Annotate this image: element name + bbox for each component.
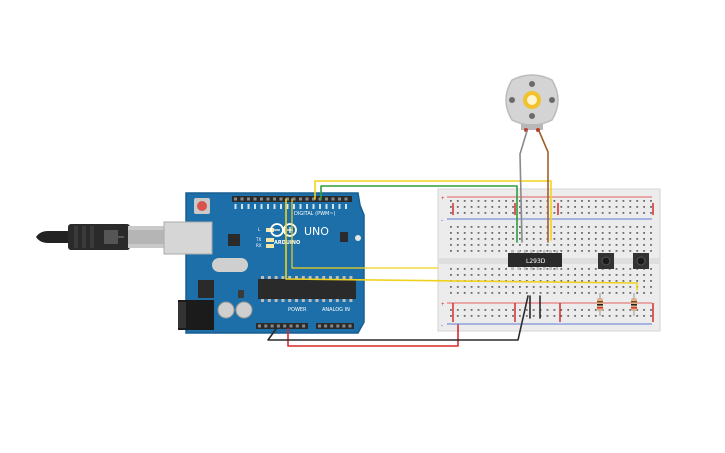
wire-yellow-mid[interactable] (291, 198, 439, 269)
push-button-icon[interactable] (633, 253, 649, 269)
breadboard-holes (450, 200, 652, 317)
rail-jumpers (452, 203, 654, 322)
digital-label: DIGITAL (PWM~) (294, 211, 336, 217)
resistor-icon[interactable] (597, 293, 603, 316)
wire-red[interactable] (287, 324, 459, 347)
resistor-icon[interactable] (631, 293, 637, 316)
infinity-logo-icon (270, 223, 297, 237)
arduino-model: UNO (304, 225, 329, 238)
reset-button[interactable] (197, 201, 207, 211)
svg-text:+: + (441, 196, 445, 202)
l293d-label: L293D (526, 258, 546, 265)
analog-header[interactable] (316, 323, 354, 329)
svg-text:-: - (441, 218, 443, 224)
wire-brown[interactable] (538, 130, 549, 243)
svg-text:+: + (441, 302, 445, 308)
led-label-rx: RX (256, 243, 262, 248)
wire-yellow-bottom[interactable] (285, 198, 638, 291)
wire-yellow-top[interactable] (314, 180, 552, 241)
svg-text:-: - (441, 323, 443, 329)
wire-black[interactable] (267, 295, 529, 341)
wire-gray[interactable] (519, 130, 528, 243)
capacitor (217, 301, 235, 319)
usb-jack (163, 221, 213, 255)
arduino-uno-board[interactable]: L TX RX DIGITAL (PWM~) ARDUINO UNO POWER… (163, 192, 365, 334)
atmega-chip (258, 279, 356, 299)
crystal (212, 258, 248, 272)
wires (267, 130, 638, 347)
push-button-icon[interactable] (598, 253, 614, 269)
wire-green[interactable] (320, 185, 518, 243)
led-label-l: L (258, 227, 261, 232)
power-label: POWER (288, 307, 307, 313)
capacitor (235, 301, 253, 319)
arduino-brand: ARDUINO (274, 240, 300, 246)
led-label-tx: TX (255, 237, 261, 242)
l293d-chip[interactable]: L293D (508, 250, 562, 270)
usb-plug-icon[interactable] (36, 224, 164, 250)
power-header[interactable] (256, 323, 308, 329)
dc-motor-icon[interactable] (505, 74, 559, 132)
analog-label: ANALOG IN (322, 307, 350, 313)
